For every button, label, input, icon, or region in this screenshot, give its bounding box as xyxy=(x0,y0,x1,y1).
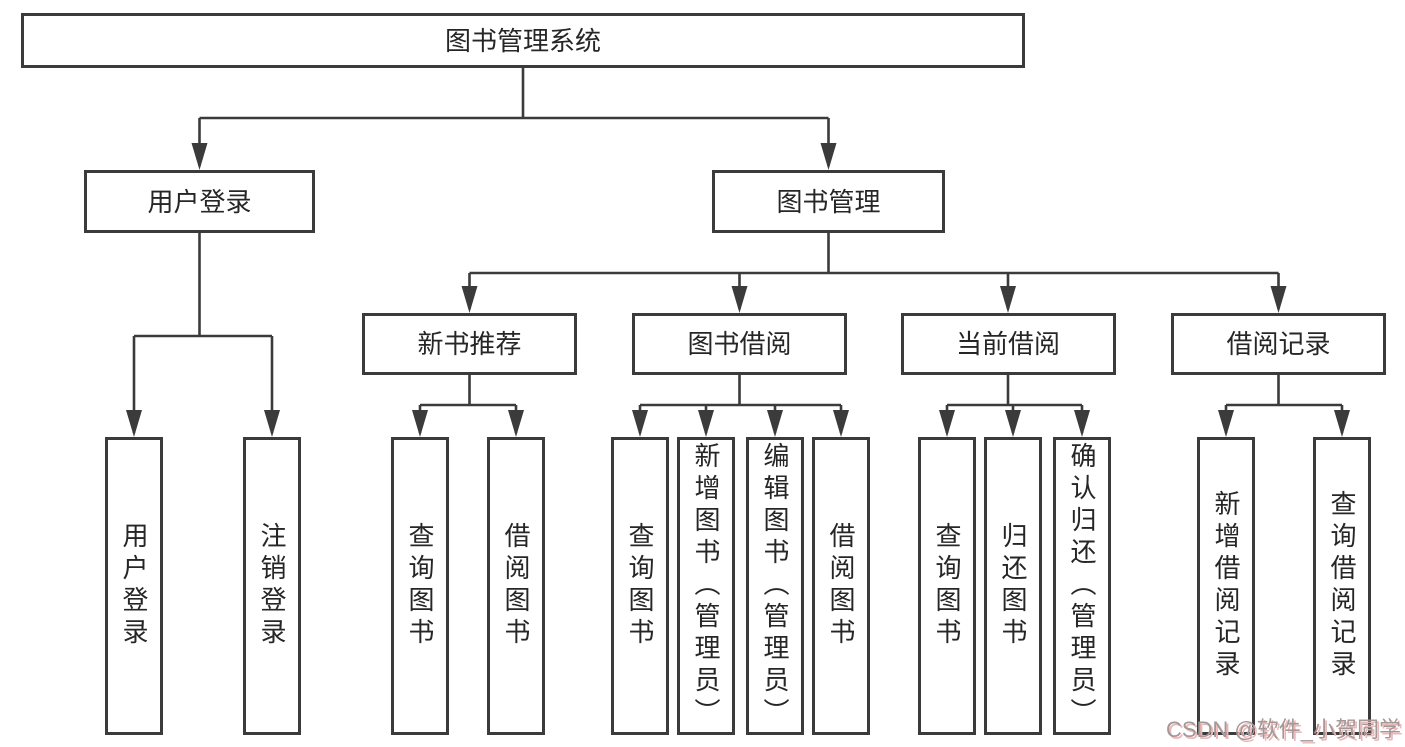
leaf-query-books-recommend: 查询图书 xyxy=(391,437,449,735)
leaf-query-books-borrowing: 查询图书 xyxy=(611,437,669,735)
leaf-confirm-return-admin: 确认归还（管理员） xyxy=(1053,437,1111,735)
node-new-book-recommend: 新书推荐 xyxy=(362,313,577,375)
leaf-user-login: 用户登录 xyxy=(105,437,163,735)
node-book-management: 图书管理 xyxy=(712,170,945,233)
node-user-login: 用户登录 xyxy=(84,170,315,233)
node-root-library-management-system: 图书管理系统 xyxy=(21,13,1025,68)
leaf-borrow-books: 借阅图书 xyxy=(812,437,870,735)
leaf-query-borrowing-record: 查询借阅记录 xyxy=(1313,437,1371,735)
node-borrowing-records: 借阅记录 xyxy=(1171,313,1386,375)
leaf-edit-books-admin: 编辑图书（管理员） xyxy=(746,437,804,735)
leaf-logout: 注销登录 xyxy=(243,437,301,735)
leaf-add-books-admin: 新增图书（管理员） xyxy=(677,437,735,735)
node-current-borrowing: 当前借阅 xyxy=(900,313,1116,375)
leaf-add-borrowing-record: 新增借阅记录 xyxy=(1197,437,1255,735)
leaf-return-books: 归还图书 xyxy=(984,437,1042,735)
leaf-borrow-books-recommend: 借阅图书 xyxy=(487,437,545,735)
leaf-query-books-current: 查询图书 xyxy=(918,437,976,735)
csdn-watermark: CSDN @软件_小贺同学 xyxy=(1165,717,1401,742)
node-book-borrowing: 图书借阅 xyxy=(632,313,847,375)
